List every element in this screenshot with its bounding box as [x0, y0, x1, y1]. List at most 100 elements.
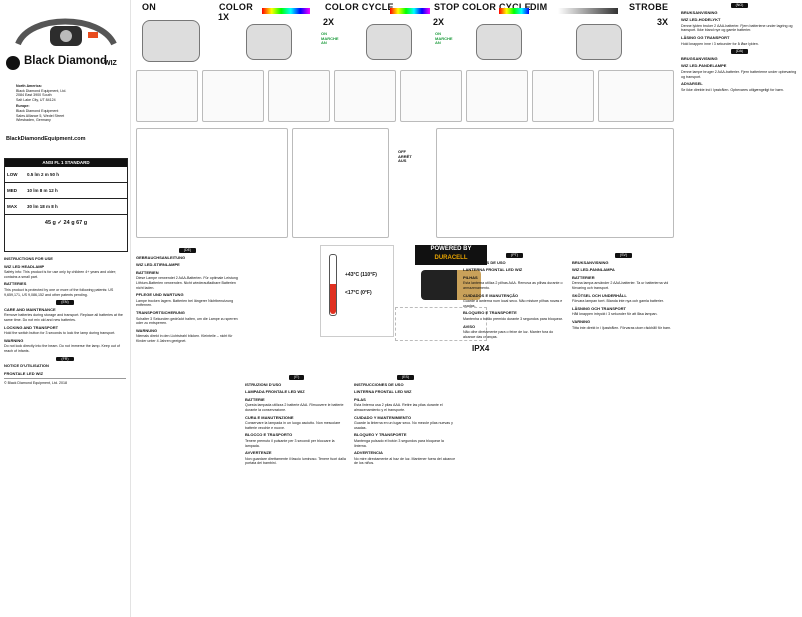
- on-marker: ON MARCHE AN: [435, 31, 453, 45]
- section-subtitle: WIZ LED-STIRNLAMPE: [136, 262, 180, 268]
- section-subtitle: WIZ LED-HODELYKT: [681, 17, 721, 23]
- paragraph: Titta inte direkt in i ljusstrålen. Förv…: [572, 325, 672, 330]
- spec-level: MAX: [7, 204, 17, 209]
- section-title: SKÖTSEL OCH UNDERHÅLL: [572, 292, 627, 298]
- paragraph: Mantenga pulsado el botón 3 segundos par…: [354, 438, 444, 448]
- spec-level: MED: [7, 188, 17, 193]
- powered-by-duracell: POWERED BY DURACELL: [415, 245, 487, 265]
- hot-temp: +43°C (110°F): [345, 272, 377, 278]
- na-line: 2084 East 3900 South: [16, 93, 52, 98]
- column-de: (DE) GEBRAUCHSANLEITUNG WIZ LED-STIRNLAM…: [136, 245, 239, 344]
- column-no-da: (NO) BRUKSANVISNING WIZ LED-HODELYKT Den…: [681, 0, 798, 92]
- language-tag: (DE): [178, 248, 197, 253]
- language-tag: (FR): [56, 356, 74, 362]
- paragraph: No mire directamente al haz de luz. Mant…: [354, 456, 456, 466]
- mode-color-label: COLOR: [219, 2, 253, 12]
- cover-panel: Black Diamond WIZ North America: Black D…: [0, 0, 131, 617]
- section-subtitle: LAMPADA FRONTALE LED WIZ: [245, 389, 305, 395]
- na-label: North America:: [16, 84, 42, 88]
- section-title: BATTERIES: [4, 281, 27, 287]
- mode-strobe-label: STROBE: [629, 2, 669, 12]
- thermometer-icon: [329, 254, 337, 316]
- paragraph: Denna lampa använder 2 AAA-batterier. Ta…: [572, 281, 669, 290]
- battery-step-box: [334, 70, 396, 122]
- address-block: North America: Black Diamond Equipment, …: [16, 84, 121, 123]
- section-title: BRUGSANVISNING: [681, 55, 718, 61]
- cold-temp: <17°C (0°F): [345, 290, 372, 296]
- spec-value: 10 lm 8 m 12 h: [27, 188, 58, 193]
- battery-step-box: [400, 70, 462, 122]
- section-title: BLOQUEO Y TRANSPORTE: [354, 432, 407, 438]
- paragraph: Schalter 3 Sekunden gedrückt halten, um …: [136, 316, 238, 326]
- ipx-rating: IPX4: [472, 344, 490, 353]
- section-subtitle: FRONTALE LED WIZ: [4, 370, 44, 376]
- paragraph: Diese Lampe verwendet 2 AAA-Batterien. F…: [136, 276, 238, 290]
- mode-diagram: ON COLOR COLOR CYCLE STOP COLOR CYCLE DI…: [136, 0, 676, 240]
- section-title: CURA E MANUTENZIONE: [245, 414, 294, 420]
- battery-info: +43°C (110°F) <17°C (0°F) POWERED BY DUR…: [245, 245, 675, 370]
- section-title: ISTRUZIONI D'USO: [245, 381, 282, 387]
- paragraph: Mantenha o botão premido durante 3 segun…: [463, 316, 563, 321]
- off-marker: OFF ARRÊT AUS: [398, 149, 412, 163]
- paragraph: Esta linterna usa 2 pilas AAA. Retire la…: [354, 403, 443, 412]
- paragraph: Se ikke direkte ind i lysstrålen. Opbeva…: [681, 87, 784, 92]
- on-marker: ON MARCHE AN: [321, 31, 339, 45]
- lamp-sketch: [246, 24, 292, 60]
- paragraph: Não olhe diretamente para o feixe de luz…: [463, 330, 554, 339]
- section-title: AVVERTENZE: [245, 450, 272, 456]
- section-title: BLOQUEIO E TRANSPORTE: [463, 310, 517, 316]
- paragraph: This product is protected by one or more…: [4, 287, 114, 297]
- section-title: WARNUNG: [136, 327, 158, 333]
- section-subtitle: WIZ LED-PANDELAMPE: [681, 63, 727, 69]
- paragraph: Lampe trocken lagern. Batterien bei läng…: [136, 298, 234, 308]
- section-title: LÅSNING OCH TRANSPORT: [572, 305, 626, 311]
- column-pt: (PT) INSTRUÇÕES DE USO LANTERNA FRONTAL …: [463, 250, 566, 339]
- battery-step-box: [136, 70, 198, 122]
- section-title: BATTERIEN: [136, 269, 159, 275]
- section-title: BATTERIER: [572, 274, 595, 280]
- duracell-label: DURACELL: [434, 255, 468, 261]
- no-fire-icon: [395, 307, 487, 341]
- section-title: BATTERIE: [245, 396, 265, 402]
- language-tag: (ES): [396, 375, 415, 380]
- section-title: PILHAS: [463, 274, 478, 280]
- section-title: VARNING: [572, 318, 591, 324]
- paragraph: Denne lykten bruker 2 AAA-batterier. Fje…: [681, 23, 793, 33]
- section-title: ADVERTENCIA: [354, 450, 383, 456]
- paragraph: Hold the switch button for 3 seconds to …: [4, 331, 116, 336]
- language-tag: (IT): [288, 375, 305, 380]
- paragraph: Remove batteries during storage and tran…: [4, 313, 123, 322]
- lock-illustration: [136, 128, 288, 238]
- paragraph: Conservare la lampada in un luogo asciut…: [245, 421, 341, 430]
- column-sv: (SV) BRUKSANVISNING WIZ LED-PANNLAMPA BA…: [572, 250, 675, 330]
- section-subtitle: WIZ LED HEADLAMP: [4, 263, 45, 269]
- powered-by-label: POWERED BY: [430, 246, 472, 252]
- press-count: 2X: [433, 17, 445, 27]
- section-title: INSTRUCCIONES DE USO: [354, 381, 404, 387]
- section-title: LÅSING OG TRANSPORT: [681, 34, 730, 40]
- dim-gradient-bar: [558, 8, 618, 14]
- press-count: 3X: [657, 17, 669, 27]
- paragraph: Safety info: This product is for use onl…: [4, 270, 117, 279]
- spec-row: MED 10 lm 8 m 12 h: [5, 183, 127, 199]
- mode-stop-color-cycle-label: STOP COLOR CYCLE: [434, 2, 531, 12]
- press-count: 2X: [323, 17, 335, 27]
- section-subtitle: LANTERNA FRONTAL LED WIZ: [463, 267, 523, 273]
- battery-step-box: [466, 70, 528, 122]
- section-title: LOCKING AND TRANSPORT: [4, 324, 59, 330]
- paragraph: Denne lampe bruger 2 AAA-batterier. Fjer…: [681, 69, 797, 79]
- section-title: BLOCCO E TRASPORTO: [245, 432, 293, 438]
- section-title: BRUKSANVISNING: [681, 9, 718, 15]
- paragraph: Do not look directly into the beam. Do n…: [4, 344, 120, 353]
- battery-step-box: [268, 70, 330, 122]
- na-line: Black Diamond Equipment, Ltd.: [16, 88, 67, 93]
- section-title: BRUKSANVISNING: [572, 259, 609, 265]
- temperature-panel: [320, 245, 394, 337]
- section-subtitle: LINTERNA FRONTAL LED WIZ: [354, 389, 412, 395]
- eu-line: Wiesbaden, Germany: [16, 118, 51, 123]
- ansi-spec-table: ANSI FL 1 STANDARD LOW 0.5 lm 2 m 50 h M…: [4, 158, 128, 252]
- section-title: ADVARSEL: [681, 81, 703, 87]
- section-title: CARE AND MAINTENANCE: [4, 306, 56, 312]
- copyright: © Black Diamond Equipment, Ltd. 2018: [4, 381, 67, 386]
- language-tag: (SV): [614, 253, 633, 258]
